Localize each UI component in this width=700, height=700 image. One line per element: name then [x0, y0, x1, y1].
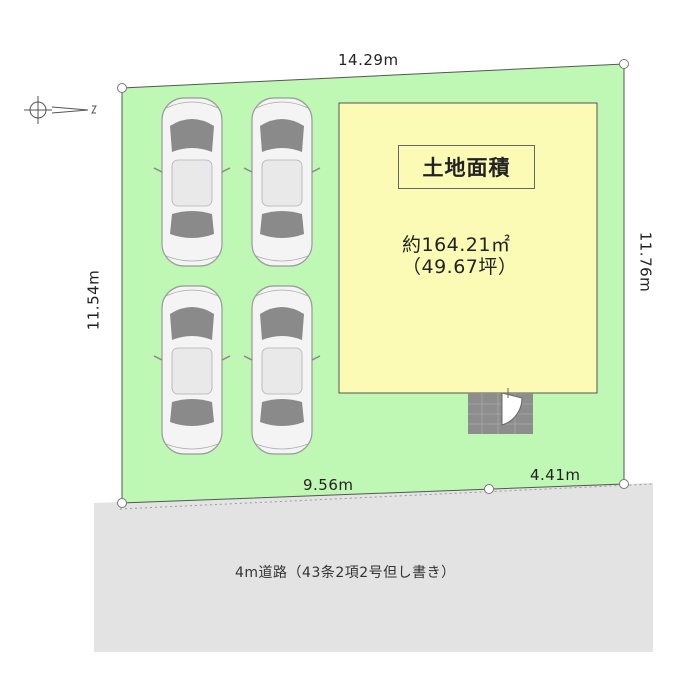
car-icon [153, 97, 231, 267]
car-icon [243, 285, 321, 455]
land-area-heading: 土地面積 [398, 145, 535, 189]
car-icon [153, 285, 231, 455]
land-area-tsubo: （49.67坪） [402, 256, 518, 278]
compass-north-icon [24, 96, 97, 124]
road-label: 4m道路（43条2項2号但し書き） [235, 565, 456, 581]
dimension-right: 11.76m [636, 231, 655, 293]
corner-markers [117, 59, 629, 508]
land-area-sqm: 約164.21㎡ [402, 234, 511, 256]
dimension-bottom-left: 9.56m [303, 476, 354, 494]
car-icon [243, 97, 321, 267]
road [94, 483, 653, 652]
road-edge [119, 483, 654, 510]
entrance-stairs [468, 388, 533, 434]
dimension-left: 11.54m [84, 269, 103, 331]
dimension-bottom-right: 4.41m [530, 466, 581, 484]
land-area-value: 約164.21㎡ （49.67坪） [402, 234, 517, 278]
dimension-top: 14.29m [338, 51, 399, 69]
